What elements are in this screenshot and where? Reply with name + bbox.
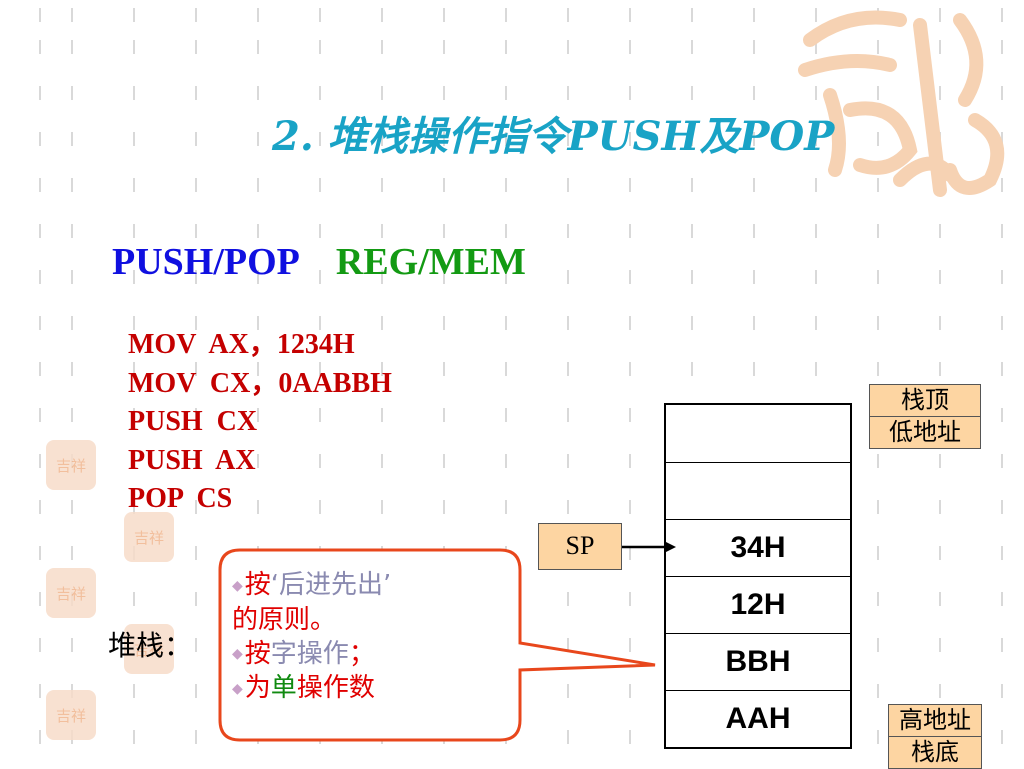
stack-cell: 12H — [666, 576, 850, 633]
decorative-seal-icon: 吉祥 — [124, 512, 174, 562]
code-line: MOV AX，1234H — [128, 329, 355, 360]
code-line: MOV CX，0AABBH — [128, 367, 392, 399]
decorative-seal-icon: 吉祥 — [46, 568, 96, 618]
code-line: POP CS — [128, 483, 233, 514]
watermark-logo — [798, 10, 1005, 197]
instruction-syntax: PUSH/POP REG/MEM — [112, 240, 526, 284]
bullet-diamond-icon: ◆ — [232, 577, 243, 594]
decorative-seal-icon: 吉祥 — [46, 690, 96, 740]
callout-line: ◆按‘后进先出’ — [232, 570, 392, 600]
decorative-seal-icon: 吉祥 — [124, 624, 174, 674]
arrow-icon — [622, 541, 676, 553]
stack-cell: BBH — [666, 633, 850, 690]
sp-pointer-label: SP — [538, 523, 622, 570]
stack-bottom-tag: 高地址 栈底 — [888, 704, 982, 769]
syntax-ops: PUSH/POP — [112, 241, 300, 283]
stack-memory: 34H 12H BBH AAH — [664, 403, 852, 749]
callout-line: ◆为单操作数 — [232, 673, 375, 703]
callout-text: ◆按‘后进先出’ 的原则。 ◆按字操作； ◆为单操作数 — [232, 568, 500, 706]
slide-title: 2. 堆栈操作指令PUSH及POP — [272, 113, 835, 160]
code-line: PUSH CX — [128, 406, 258, 437]
stack-cell: 34H — [666, 519, 850, 576]
code-line: PUSH AX — [128, 444, 256, 476]
bullet-diamond-icon: ◆ — [232, 646, 243, 662]
stack-top-tag: 栈顶 低地址 — [869, 384, 981, 449]
syntax-args: REG/MEM — [335, 241, 526, 283]
callout-bubble — [218, 548, 656, 742]
stack-cell — [666, 405, 850, 462]
stack-label: 堆栈： — [108, 629, 193, 662]
decorative-seal-icon: 吉祥 — [46, 440, 96, 490]
stack-cell: AAH — [666, 690, 850, 747]
bullet-diamond-icon: ◆ — [232, 680, 243, 697]
code-block: MOV AX，1234H MOV CX，0AABBH PUSH CX PUSH … — [128, 326, 392, 519]
callout-line: 的原则。 — [232, 604, 337, 635]
stack-cell — [666, 462, 850, 519]
callout-line: ◆按字操作； — [232, 638, 375, 669]
